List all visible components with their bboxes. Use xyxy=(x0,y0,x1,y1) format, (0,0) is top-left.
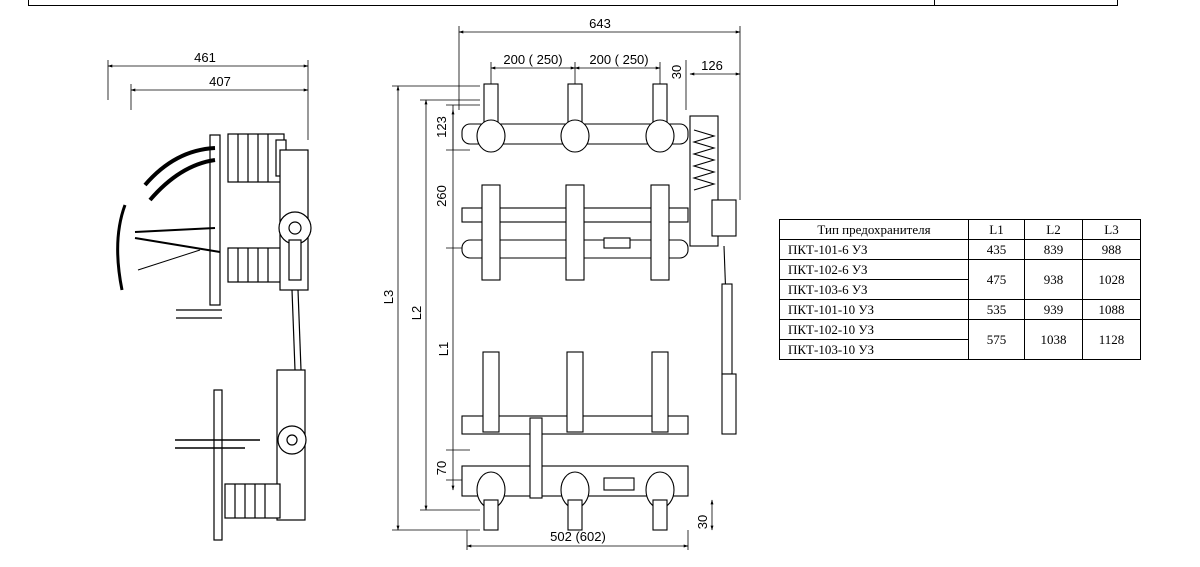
l2-cell: 1038 xyxy=(1024,319,1083,360)
l3-cell: 1128 xyxy=(1082,319,1141,360)
type-cell: ПКТ-102-6 УЗ xyxy=(779,259,969,280)
dim-l2: L2 xyxy=(409,306,424,320)
dim-top-offset: 30 xyxy=(669,65,684,79)
dim-l3: L3 xyxy=(381,290,396,304)
table-row: ПКТ-101-10 УЗ 535 939 1088 xyxy=(779,299,1141,320)
dim-top-height: 123 xyxy=(434,116,449,138)
dim-bottom-offset: 30 xyxy=(695,515,710,529)
type-cell: ПКТ-101-6 УЗ xyxy=(779,239,969,260)
table-header-row: Тип предохранителя L1 L2 L3 xyxy=(779,219,1141,240)
dim-side-total-width: 461 xyxy=(194,50,216,65)
type-cell: ПКТ-101-10 УЗ xyxy=(779,299,969,320)
dim-pitch-1: 200 ( 250) xyxy=(503,52,562,67)
dim-pitch-2: 200 ( 250) xyxy=(589,52,648,67)
l3-cell: 1028 xyxy=(1082,259,1141,300)
fuse-column-2 xyxy=(560,83,590,531)
header-l3: L3 xyxy=(1082,219,1141,240)
header-l2: L2 xyxy=(1024,219,1083,240)
type-cell: ПКТ-103-10 УЗ xyxy=(779,339,969,360)
fuse-column-1 xyxy=(476,83,506,531)
type-cell: ПКТ-103-6 УЗ xyxy=(779,279,969,300)
side-view xyxy=(107,60,312,541)
dim-l1: L1 xyxy=(436,342,451,356)
l3-cell: 1088 xyxy=(1082,299,1141,320)
header-l1: L1 xyxy=(968,219,1025,240)
bottom-insulator xyxy=(224,483,281,519)
dim-base-width: 502 (602) xyxy=(550,529,606,544)
table-row: ПКТ-102-6 УЗ 475 938 1028 xyxy=(779,259,1141,300)
dimension-labels: 461 407 643 200 ( 250) 200 ( 250) 30 126… xyxy=(194,16,723,544)
top-frame-strip xyxy=(0,0,1200,8)
dim-right-offset: 126 xyxy=(701,58,723,73)
top-frame xyxy=(28,0,1118,6)
l2-cell: 938 xyxy=(1024,259,1083,300)
l3-cell: 988 xyxy=(1082,239,1141,260)
upper-insulator xyxy=(227,133,287,183)
table-row: ПКТ-102-10 УЗ 575 1038 1128 xyxy=(779,319,1141,360)
dim-front-total-width: 643 xyxy=(589,16,611,31)
dim-side-inner-width: 407 xyxy=(209,74,231,89)
dim-mid-height: 260 xyxy=(434,185,449,207)
l1-cell: 575 xyxy=(968,319,1025,360)
top-frame-separator xyxy=(934,0,935,6)
l2-cell: 839 xyxy=(1024,239,1083,260)
table-row: ПКТ-103-10 УЗ xyxy=(779,339,1141,360)
l1-cell: 535 xyxy=(968,299,1025,320)
front-view xyxy=(392,26,741,550)
table-row: ПКТ-101-6 УЗ 435 839 988 xyxy=(779,239,1141,260)
l1-cell: 475 xyxy=(968,259,1025,300)
header-type: Тип предохранителя xyxy=(779,219,969,240)
fuse-column-3 xyxy=(645,83,675,531)
lower-insulator xyxy=(227,247,285,283)
l1-cell: 435 xyxy=(968,239,1025,260)
dim-bottom-height: 70 xyxy=(434,461,449,475)
l2-cell: 939 xyxy=(1024,299,1083,320)
fuse-spec-table: Тип предохранителя L1 L2 L3 ПКТ-101-6 УЗ… xyxy=(779,219,1141,360)
type-cell: ПКТ-102-10 УЗ xyxy=(779,319,969,340)
